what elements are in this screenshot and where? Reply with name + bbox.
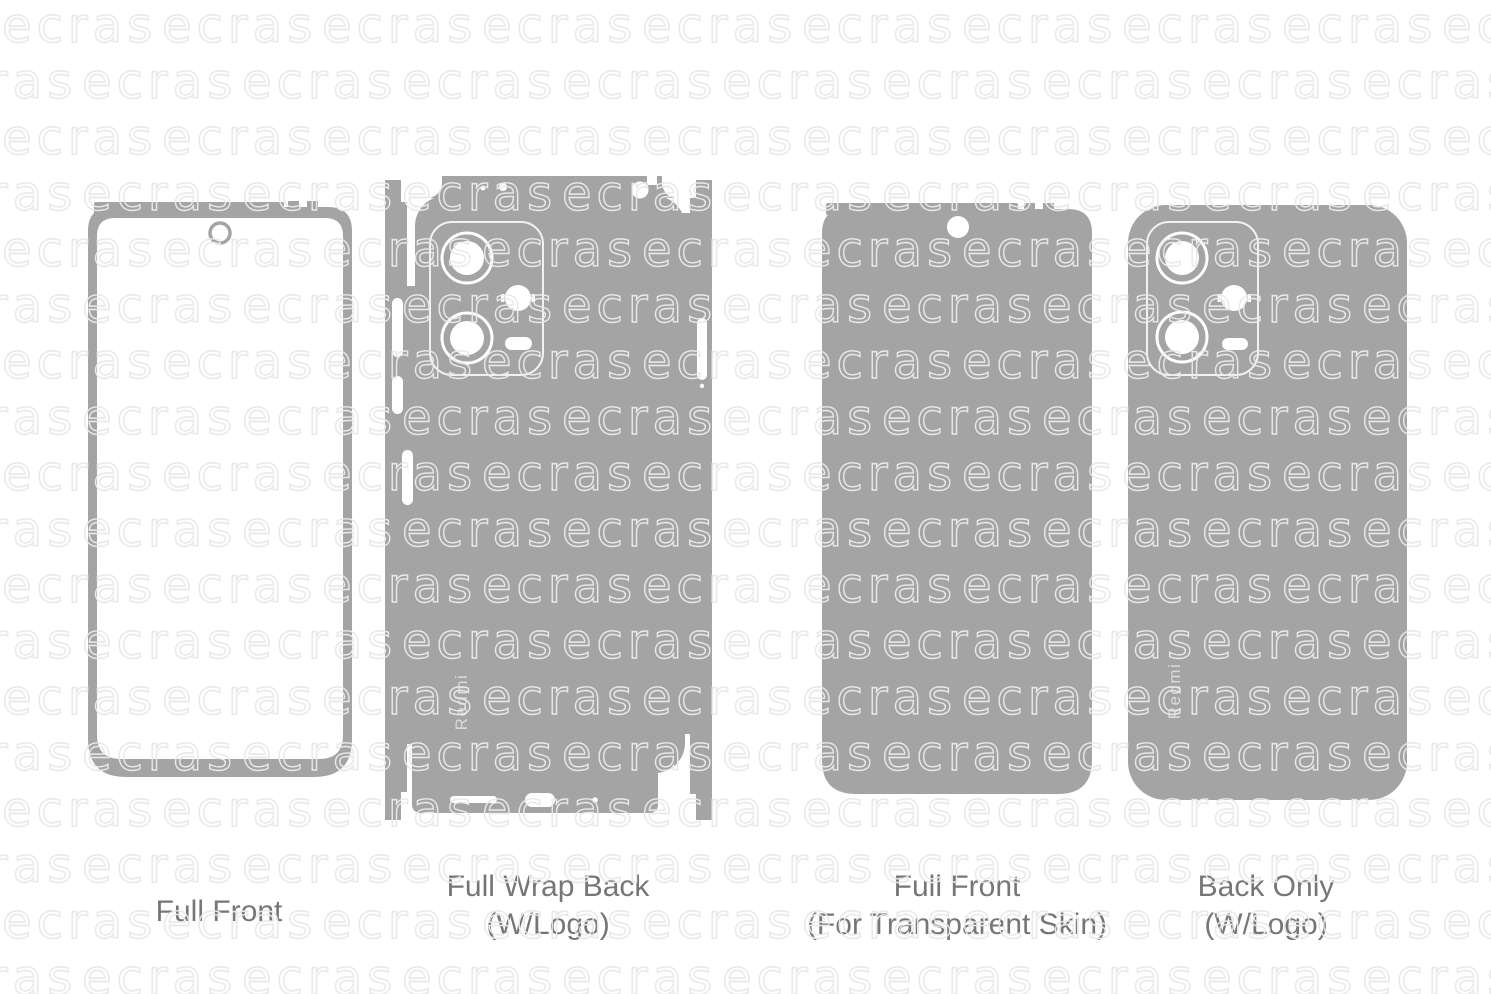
top-edge-band xyxy=(94,202,284,214)
redmi-logo: Redmi xyxy=(1165,663,1184,720)
top-flap-fillet xyxy=(662,184,675,198)
pinhole-cutout xyxy=(699,383,705,389)
template-label-full-front: Full Front xyxy=(69,893,369,931)
label-line: (For Transparent Skin) xyxy=(806,908,1108,941)
camera-lens-cutout xyxy=(450,321,484,355)
template-label-back-only: Back Only (W/Logo) xyxy=(1116,868,1416,944)
strip-bottom-notch xyxy=(690,794,696,820)
full-front-transparent-template xyxy=(822,203,1092,794)
flash-notch xyxy=(1247,294,1251,302)
flash-cutout xyxy=(505,285,531,311)
camera-lens-cutout xyxy=(450,241,484,275)
label-line: (W/Logo) xyxy=(1204,908,1328,941)
sensor-hole-cutout xyxy=(499,183,507,191)
strip-bottom-notch xyxy=(401,792,407,820)
phone-front-solid xyxy=(822,209,1092,794)
strip-top-notch xyxy=(690,180,696,198)
speaker-slot-cutout xyxy=(450,796,497,803)
label-line: Back Only xyxy=(1197,870,1335,903)
back-only-template: Redmi xyxy=(1128,205,1407,800)
full-wrap-back-template: Redmi xyxy=(385,174,712,822)
flash-cutout xyxy=(1221,285,1247,311)
label-line: Full Wrap Back xyxy=(446,870,650,903)
top-tab xyxy=(1024,203,1035,212)
top-flap-notch xyxy=(647,176,657,185)
sensor-pill-cutout xyxy=(505,337,532,350)
top-tab xyxy=(1043,203,1054,212)
flash-notch xyxy=(501,294,505,302)
template-label-full-wrap-back: Full Wrap Back (W/Logo) xyxy=(398,868,698,944)
mic-hole-cutout xyxy=(480,185,486,191)
top-tab xyxy=(288,201,299,210)
mic-hole-cutout xyxy=(592,797,598,803)
camera-lens-cutout xyxy=(1165,320,1199,354)
label-line: Full Front xyxy=(155,895,283,928)
strip-top-notch xyxy=(401,180,407,202)
flash-notch xyxy=(531,294,535,302)
label-line: Full Front xyxy=(893,870,1021,903)
top-tab xyxy=(307,201,318,210)
camera-hole-cutout xyxy=(631,181,649,199)
top-flap xyxy=(442,176,662,236)
full-front-template xyxy=(88,199,352,777)
top-flap-fillet xyxy=(429,184,442,198)
top-edge-band xyxy=(826,203,1018,215)
button-slot-cutout xyxy=(697,318,707,380)
button-slot-cutout xyxy=(392,298,403,357)
camera-lens-cutout xyxy=(1165,241,1199,275)
label-line: (W/Logo) xyxy=(486,908,610,941)
punch-hole-camera-cutout xyxy=(947,216,969,238)
sensor-pill-cutout xyxy=(1222,338,1248,350)
button-slot-cutout xyxy=(402,450,413,505)
template-label-full-front-transparent: Full Front (For Transparent Skin) xyxy=(772,868,1142,944)
redmi-logo: Redmi xyxy=(452,674,471,731)
phone-front-frame xyxy=(88,207,352,777)
usb-port-cutout xyxy=(525,793,555,807)
button-slot-cutout xyxy=(392,376,403,414)
punch-hole-camera-ring xyxy=(208,221,232,245)
flash-notch xyxy=(1217,294,1221,302)
